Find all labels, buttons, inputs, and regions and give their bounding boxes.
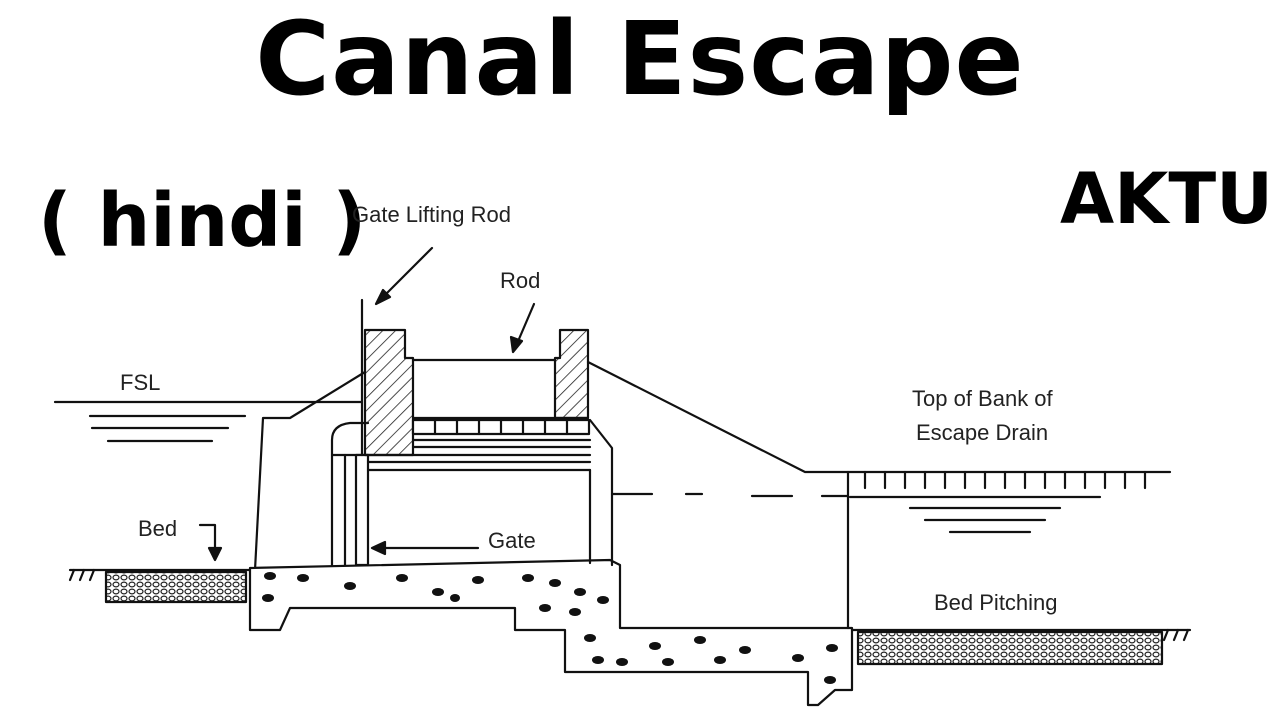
upstream-ground [68, 568, 252, 604]
fsl-label: FSL [120, 370, 161, 395]
bank-ground-ticks [863, 470, 1147, 490]
pier-downstream-outline [588, 418, 614, 567]
bed-label: Bed [138, 516, 178, 541]
bed-pitching-label: Bed Pitching [934, 590, 1058, 615]
downstream-bank-slope [586, 360, 1172, 474]
gate-label: Gate [488, 528, 536, 553]
downstream-water-lines [610, 492, 1102, 534]
gate-lifting-rod-label: Gate Lifting Rod [352, 202, 511, 227]
downstream-bed-pitching [850, 628, 1192, 666]
top-of-bank-label-line2: Escape Drain [916, 420, 1049, 445]
brand-label: AKTU [1060, 158, 1274, 240]
gate-panel [354, 453, 370, 567]
downstream-pier-block [553, 328, 590, 420]
gate-groove-frame [330, 421, 370, 567]
label-arrows [198, 246, 536, 562]
rod-label: Rod [500, 268, 541, 293]
concrete-aggregate [262, 572, 838, 684]
upstream-pier-block [363, 328, 415, 457]
deck-slab [366, 418, 592, 472]
upstream-wing-wall [253, 370, 367, 572]
page-title: Canal Escape [255, 0, 1025, 119]
top-of-bank-label-line1: Top of Bank of [912, 386, 1053, 411]
upstream-water-lines [53, 400, 364, 443]
concrete-floor [248, 558, 854, 707]
subtitle: ( hindi ) [38, 178, 367, 264]
